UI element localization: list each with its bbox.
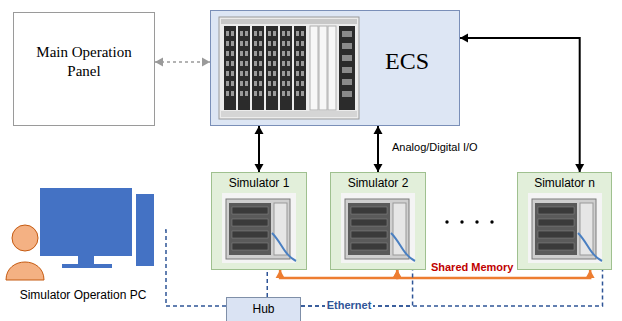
arrowhead (255, 126, 264, 134)
node-label: Simulator 2 (331, 176, 425, 190)
connector-line (460, 38, 580, 172)
operator-pc-illustration (4, 180, 158, 286)
connector-line (267, 270, 269, 297)
arrowhead (393, 270, 402, 278)
arrowhead (255, 164, 264, 172)
dot (460, 220, 463, 223)
io-arrow (374, 126, 383, 172)
arrowhead (575, 164, 584, 172)
connector-line (155, 61, 210, 63)
arrowhead (374, 126, 383, 134)
shared-memory-line (276, 270, 402, 278)
simulator-box: Simulator n (517, 172, 612, 270)
node-label: Hub (227, 302, 300, 316)
arrowhead (586, 270, 595, 278)
ethernet-line (267, 270, 268, 297)
io-arrow (255, 126, 264, 172)
simulator-box: Simulator 2 (330, 172, 426, 270)
ecs-box: ECS (210, 10, 460, 126)
hub-box: Hub (226, 297, 301, 321)
signal-label: Analog/Digital I/O (392, 141, 478, 154)
dot (445, 220, 448, 223)
arrowhead (393, 270, 402, 278)
operation-panel-box: Main Operation Panel (13, 12, 155, 126)
dot (490, 220, 493, 223)
simulator-box: Simulator 1 (211, 172, 307, 270)
dot (475, 220, 478, 223)
node-label: Simulator 1 (212, 176, 306, 190)
arrowhead (460, 34, 468, 43)
arrowhead (202, 58, 210, 67)
arrowhead (276, 270, 285, 278)
node-label: Simulator n (518, 176, 611, 190)
arrowhead (155, 58, 163, 67)
node-label: Main Operation Panel (34, 43, 134, 81)
node-label: Simulator Operation PC (4, 288, 162, 302)
connector-label: Ethernet (325, 299, 374, 312)
node-label: ECS (359, 47, 455, 76)
connector-line (280, 270, 397, 278)
io-arrow (460, 34, 584, 173)
dashed-link (155, 58, 210, 67)
arrowhead (374, 164, 383, 172)
operator-pc: Simulator Operation PC (4, 180, 162, 306)
connector-label: Shared Memory (429, 261, 516, 274)
